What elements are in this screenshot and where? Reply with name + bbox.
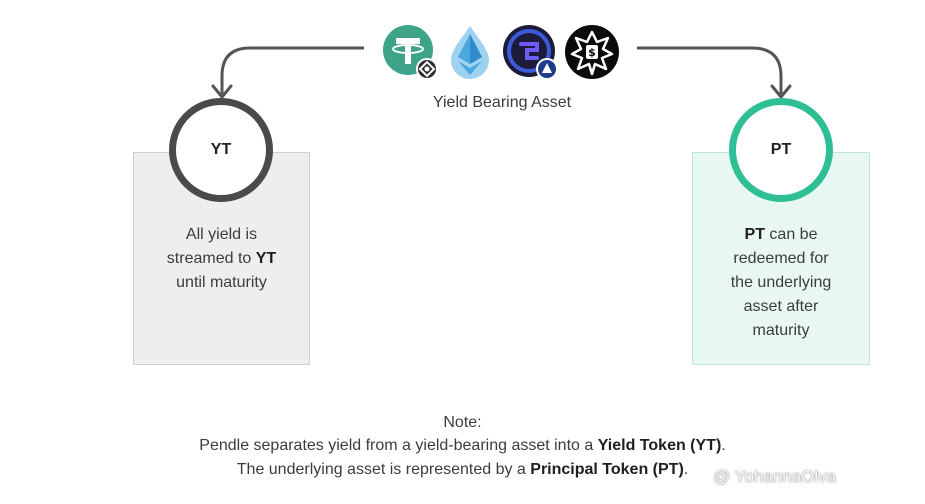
yt-line-2-text: streamed to [166,250,256,267]
note-line-2: The underlying asset is represented by a… [0,461,925,479]
pt-description: PT can be redeemed for the underlying as… [693,223,869,343]
dollar-star-icon: $ [564,24,620,80]
note-line-2-bold: Principal Token (PT) [530,461,684,478]
yt-line-1: All yield is [185,226,258,243]
note-title: Note: [443,414,482,431]
asset-icons-row: $ [380,24,624,82]
yt-description: All yield is streamed to YT until maturi… [134,223,309,295]
pt-line-5: maturity [752,322,810,339]
tether-icon [382,24,438,80]
note-line-2-text: The underlying asset is represented by a [236,461,531,478]
pt-line-1: PT can be [693,223,869,247]
note-line-1-end: . [721,437,726,454]
asset-label: Yield Bearing Asset [432,94,572,111]
pt-line-3: the underlying [730,274,832,291]
right-connector [637,46,783,94]
pt-box: PT can be redeemed for the underlying as… [692,152,870,365]
yt-circle-label: YT [210,141,232,158]
pt-line-2: redeemed for [733,250,829,267]
yt-line-2-bold: YT [255,250,277,267]
staked-token-icon [502,24,558,80]
note-line-2-end: . [683,461,689,478]
ether-drop-icon [442,24,498,80]
yt-line-3: until maturity [176,274,267,291]
left-connector [220,46,364,94]
yt-circle: YT [169,98,273,202]
right-arrowhead [770,84,792,99]
pt-circle-label: PT [770,141,792,158]
pt-line-1-text: can be [764,226,818,243]
note-line-1-bold: Yield Token (YT) [597,437,722,454]
pt-line-4: asset after [743,298,819,315]
svg-text:$: $ [588,46,596,59]
note-line-1: Pendle separates yield from a yield-bear… [0,437,925,455]
watermark: @ YohannaOlva [713,467,837,486]
note-line-1-text: Pendle separates yield from a yield-bear… [199,437,598,454]
pt-circle: PT [729,98,833,202]
left-arrowhead [211,84,233,99]
yt-line-2: streamed to YT [134,247,309,271]
pt-line-1-bold: PT [744,226,765,243]
